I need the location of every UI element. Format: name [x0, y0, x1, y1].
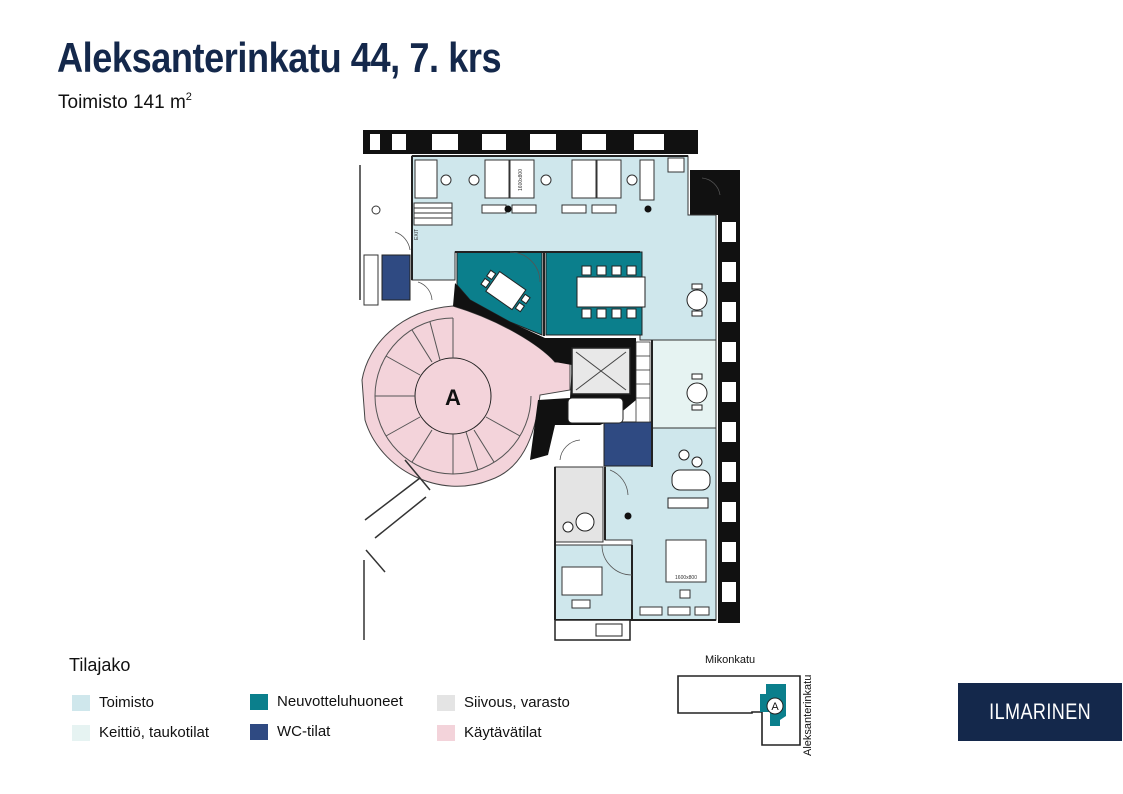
page-title: Aleksanterinkatu 44, 7. krs [57, 34, 502, 81]
legend-item-meeting: Neuvotteluhuoneet [250, 693, 403, 710]
cafe-tables [562, 283, 711, 533]
facade-top-wall [363, 130, 698, 154]
brand-logo: ILMARINEN [958, 683, 1122, 741]
stair-label: A [445, 385, 461, 410]
legend-label: Käytävätilat [464, 724, 542, 741]
shelf-unit [413, 202, 453, 226]
exit-sign: EXIT [414, 229, 420, 240]
legend-swatch [72, 724, 90, 741]
page-subtitle: Toimisto 141 m2 [58, 91, 192, 114]
legend-label: Neuvotteluhuoneet [277, 693, 403, 710]
legend-swatch [250, 723, 268, 740]
street-label-top: Mikonkatu [705, 654, 756, 666]
legend-label: WC-tilat [277, 723, 331, 740]
legend-item-office: Toimisto [72, 694, 154, 711]
area-unit-superscript: 2 [185, 91, 192, 103]
legend-label: Keittiö, taukotilat [99, 724, 210, 741]
desk-label-bottom: 1600x800 [675, 575, 697, 581]
legend-swatch [437, 724, 455, 741]
legend-item-corridor: Käytävätilat [437, 724, 542, 741]
room-wc-2 [603, 421, 653, 467]
room-storage [554, 466, 604, 543]
legend-item-kitchen: Keittiö, taukotilat [72, 724, 209, 741]
workstations-top [414, 157, 685, 214]
legend-item-wc: WC-tilat [250, 723, 330, 740]
legend-swatch [437, 694, 455, 711]
room-kitchen [651, 339, 717, 429]
area-text: Toimisto 141 m [58, 92, 186, 113]
legend-title: Tilajako [69, 655, 131, 675]
street-label-right: Aleksanterinkatu [802, 674, 814, 756]
keymap-stair-label: A [771, 701, 779, 713]
entrance-walls [359, 165, 431, 640]
legend-item-storage: Siivous, varasto [437, 694, 570, 711]
legend-label: Toimisto [99, 694, 155, 711]
workstations-bottom [561, 539, 710, 616]
kitchen-counter [635, 341, 651, 423]
legend-label: Siivous, varasto [464, 694, 570, 711]
keymap: A [677, 675, 801, 746]
spiral-staircase [374, 317, 532, 475]
room-wc-1 [381, 254, 411, 301]
legend-swatch [250, 693, 268, 710]
legend-swatch [72, 694, 90, 711]
meeting-table-2 [576, 265, 646, 319]
desk-label-top: 1600x800 [518, 169, 524, 191]
brand-logo-text: ILMARINEN [989, 699, 1091, 724]
meeting-table-1 [480, 269, 531, 313]
facade-right-wall [690, 170, 740, 623]
door-swings [394, 177, 721, 576]
